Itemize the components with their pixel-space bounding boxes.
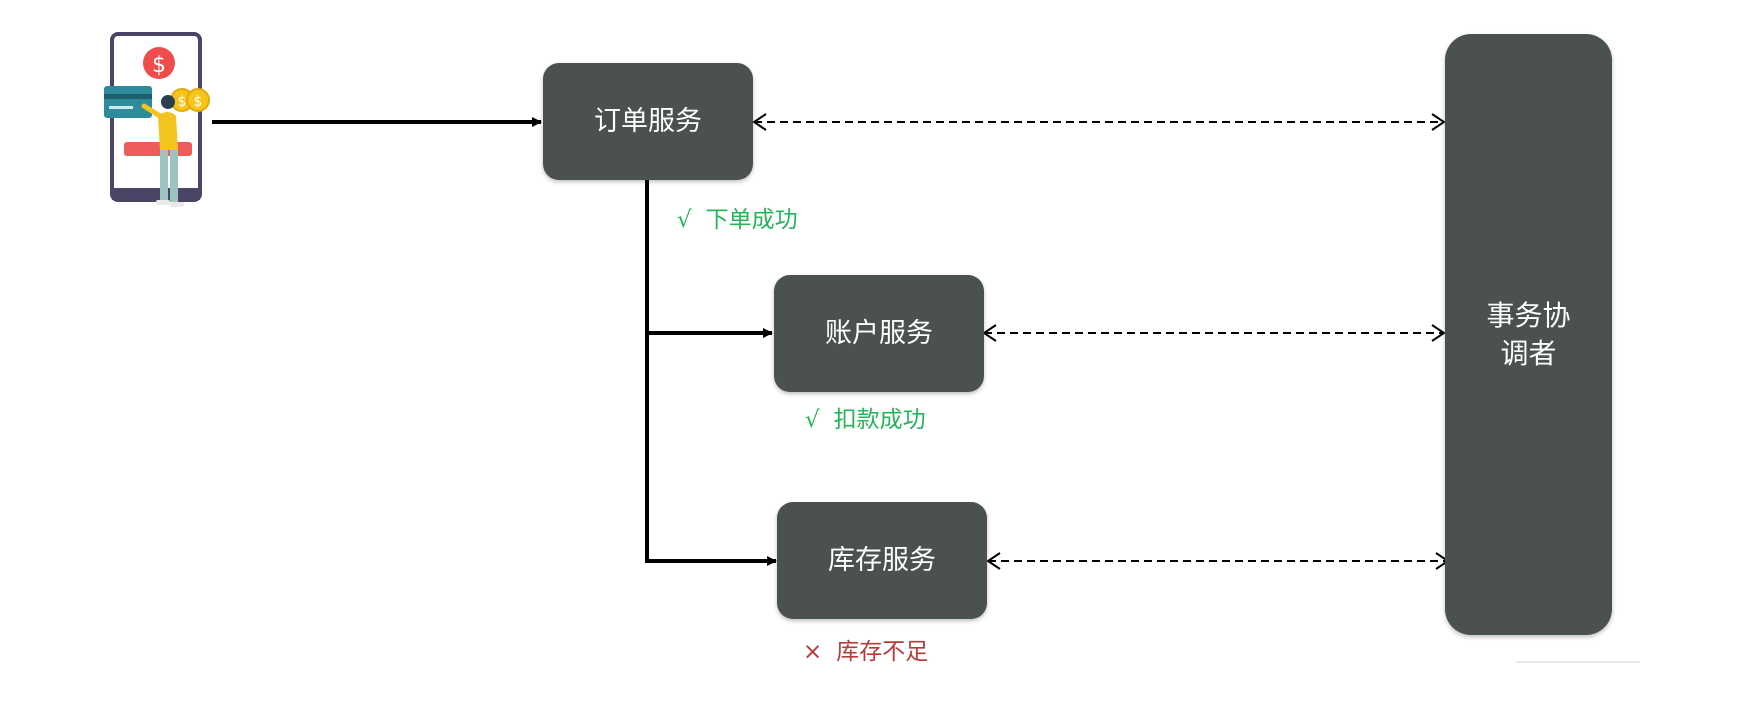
storage-status-text: 库存不足 [836, 639, 929, 665]
order-status-text: 下单成功 [705, 207, 798, 233]
dollar-sign-icon: $ [143, 47, 175, 79]
transaction-coordinator-box[interactable]: 事务协调者 [1445, 34, 1612, 635]
account-service-label: 账户服务 [825, 317, 933, 349]
order-service-box[interactable]: 订单服务 [543, 63, 753, 180]
svg-text:$: $ [152, 53, 166, 78]
svg-text:$: $ [178, 94, 187, 110]
storage-service-box[interactable]: 库存服务 [777, 502, 987, 619]
svg-text:$: $ [194, 94, 203, 110]
account-status: √ 扣款成功 [805, 405, 926, 435]
check-icon: √ [677, 207, 692, 233]
transaction-coordinator-label: 事务协调者 [1486, 298, 1571, 370]
account-service-box[interactable]: 账户服务 [774, 275, 984, 392]
account-status-text: 扣款成功 [833, 407, 926, 433]
order-status: √ 下单成功 [677, 205, 798, 235]
check-icon: √ [805, 407, 820, 433]
cross-icon: × [803, 639, 823, 665]
mobile-payment-user-icon: $ $ $ [104, 32, 210, 207]
storage-status: × 库存不足 [803, 637, 928, 667]
order-service-label: 订单服务 [594, 105, 702, 137]
storage-service-label: 库存服务 [828, 544, 936, 576]
